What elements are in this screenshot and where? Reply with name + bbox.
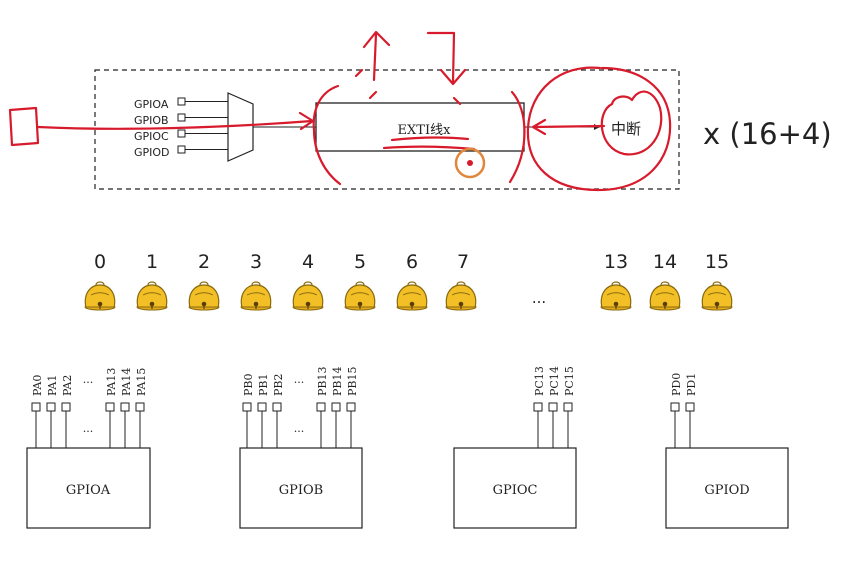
- mux-input-label-gpiob: GPIOB: [134, 114, 169, 127]
- mux-input-wires: [185, 101, 228, 150]
- bell-icon: [600, 281, 632, 311]
- pin-label: PA14: [120, 368, 133, 396]
- line-number: 14: [653, 251, 677, 273]
- pin-label: PC13: [533, 366, 546, 396]
- pin-label: PD0: [670, 373, 683, 396]
- bell-icon: [188, 281, 220, 311]
- bell-icon: [84, 281, 116, 311]
- gpio-box: [26, 447, 151, 529]
- pin-label: PB15: [346, 367, 359, 396]
- gpio-name: GPIOC: [493, 483, 538, 498]
- pin-ellipsis: ...: [83, 373, 94, 386]
- exti-line-row: 0 1 2 3 4 5 6 7 13 14 15 ...: [94, 251, 729, 307]
- line-number: 5: [354, 251, 366, 273]
- gpio-box: [665, 447, 789, 529]
- cursor-indicator: [454, 147, 486, 179]
- bell-icon: [292, 281, 324, 311]
- gpio-box: [453, 447, 577, 529]
- line-number: 2: [198, 251, 210, 273]
- line-number: 13: [604, 251, 628, 273]
- line-number: 7: [457, 251, 469, 273]
- pin-label: PA15: [135, 368, 148, 396]
- pin-label: PD1: [685, 373, 698, 396]
- pin-label: PA0: [31, 375, 44, 396]
- line-number: 1: [146, 251, 158, 273]
- exti-dashed-frame: [94, 69, 680, 190]
- bell-icon: [701, 281, 733, 311]
- gpio-name: GPIOB: [279, 483, 323, 498]
- gpio-name: GPIOD: [704, 483, 749, 498]
- line-number: 6: [406, 251, 418, 273]
- mux-input-label-gpioc: GPIOC: [134, 130, 169, 143]
- red-ink-annotations: [8, 30, 672, 192]
- pin-ellipsis: ...: [294, 373, 305, 386]
- line-number: 15: [705, 251, 729, 273]
- pin-label: PC14: [548, 366, 561, 396]
- exti-line-box: [315, 102, 525, 152]
- exti-multiplier: x (16+4): [703, 117, 832, 151]
- mux-input-label-gpioa: GPIOA: [134, 98, 169, 111]
- pin-label: PA2: [61, 375, 74, 396]
- gpio-port-d: GPIOD PD0 PD1: [665, 373, 789, 529]
- pin-ellipsis: ...: [294, 422, 305, 435]
- exti-diagram: GPIOA GPIOB GPIOC GPIOD EXTI线x 中断 x (16+…: [94, 69, 832, 190]
- gpio-port-b: GPIOB PB0 PB1 PB2 PB13 PB14 PB15 ... ...: [239, 367, 363, 529]
- gpio-port-a: GPIOA PA0 PA1 PA2 PA13 PA14 PA15 ... ...: [26, 368, 151, 529]
- bell-icon: [240, 281, 272, 311]
- bell-icons: [84, 281, 733, 311]
- pin-label: PB0: [242, 374, 255, 396]
- pin-label: PB1: [257, 374, 270, 396]
- pin-label: PB2: [272, 374, 285, 396]
- pin-label: PB13: [316, 367, 329, 396]
- interrupt-label: 中断: [611, 120, 641, 138]
- gpio-name: GPIOA: [66, 483, 111, 498]
- pin-label: PA13: [105, 368, 118, 396]
- bell-icon: [396, 281, 428, 311]
- exti-line-label: EXTI线x: [398, 123, 452, 138]
- line-number: 0: [94, 251, 106, 273]
- line-ellipsis: ...: [532, 289, 546, 307]
- pin-ellipsis: ...: [83, 422, 94, 435]
- multiplexer: [227, 92, 254, 162]
- line-number: 3: [250, 251, 262, 273]
- bell-icon: [649, 281, 681, 311]
- gpio-box: [239, 447, 363, 529]
- bell-icon: [344, 281, 376, 311]
- pin-label: PA1: [46, 375, 59, 396]
- pin-label: PC15: [563, 366, 576, 396]
- line-number: 4: [302, 251, 314, 273]
- mux-input-label-gpiod: GPIOD: [134, 146, 170, 159]
- mux-input-pins: [177, 97, 186, 154]
- pin-label: PB14: [331, 367, 344, 396]
- bell-icon: [445, 281, 477, 311]
- gpio-port-c: GPIOC PC13 PC14 PC15: [453, 366, 577, 529]
- bell-icon: [136, 281, 168, 311]
